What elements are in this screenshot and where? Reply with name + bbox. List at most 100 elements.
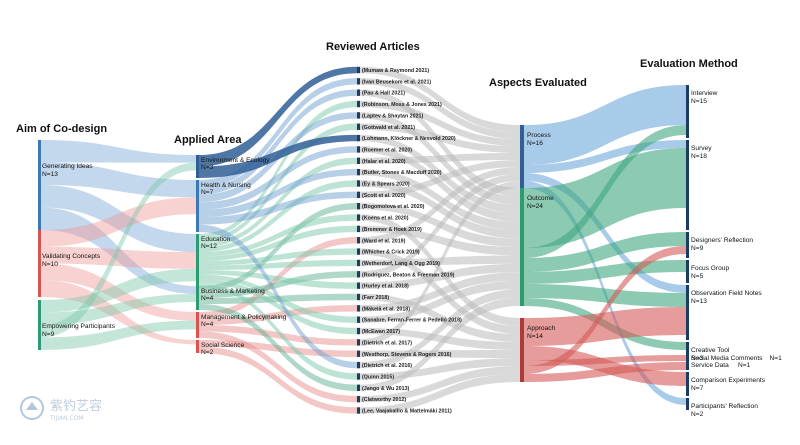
article-label: (Quinn 2015) — [362, 374, 394, 380]
article-node-bar — [357, 146, 360, 153]
method-node-bar — [686, 355, 689, 362]
article-label: (Dietrich et al. 2017) — [362, 340, 412, 346]
article-node-bar — [357, 350, 360, 357]
column-title-aim: Aim of Co-design — [16, 123, 107, 135]
flow-article-aspect — [360, 263, 520, 289]
article-node-bar — [357, 384, 360, 391]
article-node-bar — [357, 225, 360, 233]
aspect-node-count: N=16 — [527, 140, 543, 147]
area-node-label: Management & Policymaking — [201, 314, 287, 321]
article-node-bar — [357, 89, 360, 96]
flow-article-aspect — [360, 123, 520, 153]
flow-aspect-method — [524, 362, 686, 382]
aim-node-label: Generating Ideas — [42, 163, 93, 170]
column-title-method: Evaluation Method — [640, 58, 738, 70]
flow-area-article — [199, 134, 357, 178]
column-title-area: Applied Area — [174, 134, 242, 146]
flow-article-aspect — [360, 134, 520, 214]
flow-article-aspect — [360, 153, 520, 164]
method-node-bar — [686, 140, 689, 230]
method-node-label: Participants' Reflection — [691, 403, 758, 410]
article-label: (Pau & Hall 2021) — [362, 91, 405, 97]
flow-article-aspect — [360, 78, 520, 139]
article-node-bar — [357, 327, 360, 335]
article-label: (Jango & Wu 2013) — [362, 386, 410, 392]
aim-node-count: N=9 — [42, 331, 55, 338]
node-layer — [38, 66, 689, 414]
article-label: (Farr 2018) — [362, 295, 389, 301]
article-node-bar — [357, 112, 360, 119]
flow-area-article — [199, 203, 357, 292]
flow-aim-area — [41, 280, 196, 345]
method-node-bar — [686, 260, 689, 283]
article-label: (Lohmann, Klöckner & Nesvold 2020) — [362, 136, 456, 142]
article-node-bar — [357, 123, 360, 130]
method-node-label: Focus Group — [691, 265, 729, 272]
aim-node-bar — [38, 140, 41, 230]
method-node-count: N=5 — [691, 273, 704, 280]
flow-aspect-method — [524, 140, 686, 173]
area-node-bar — [196, 234, 199, 288]
flow-aspect-method — [524, 246, 686, 374]
flow-article-aspect — [360, 168, 520, 231]
area-node-count: N=3 — [201, 164, 214, 171]
article-label: (Scott et al. 2020) — [362, 193, 406, 199]
flow-area-article — [199, 168, 357, 218]
flow-area-article — [199, 146, 357, 210]
method-node-count: N=1 — [770, 355, 783, 362]
area-node-count: N=7 — [201, 189, 214, 196]
flow-area-article — [199, 180, 357, 252]
flow-aspect-method — [524, 284, 686, 307]
article-label: (Mäkelä et al. 2018) — [362, 306, 410, 312]
aspect-node-bar — [520, 318, 524, 382]
watermark-subtext: TIJIAN.COM — [49, 415, 84, 422]
article-label: (Bogomolova et al. 2020) — [362, 204, 425, 210]
area-node-label: Health & Nursing — [201, 182, 251, 189]
article-label: (Lee, Vaajakallio & Mattelmäki 2011) — [362, 409, 452, 415]
method-node-label: Comparison Experiments — [691, 377, 766, 384]
article-node-bar — [357, 191, 360, 199]
flow-aspect-method — [524, 148, 686, 248]
flow-article-aspect — [360, 89, 520, 197]
article-node-bar — [357, 339, 360, 346]
flow-article-aspect — [360, 289, 520, 369]
flow-article-aspect — [360, 174, 520, 278]
article-node-bar — [357, 373, 360, 380]
flow-area-article — [199, 100, 357, 239]
article-label: (Hurley et al. 2018) — [362, 284, 409, 290]
aspect-node-label: Outcome — [527, 195, 554, 202]
article-node-bar — [357, 168, 360, 176]
article-node-bar — [357, 271, 360, 278]
aspect-node-label: Process — [527, 132, 552, 139]
flow-article-aspect — [360, 167, 520, 244]
flow-article-aspect — [360, 181, 520, 346]
article-node-bar — [357, 316, 360, 323]
article-label: (Sanabre, Ferran-Ferrer & Pedelló 2018) — [362, 318, 462, 324]
method-node-label: Survey — [691, 145, 712, 152]
aspect-node-bar — [520, 188, 524, 306]
aspect-node-count: N=14 — [527, 333, 543, 340]
flow-article-aspect — [360, 214, 520, 326]
method-node-label: Service Data — [691, 362, 729, 369]
area-node-count: N=12 — [201, 243, 217, 250]
article-node-bar — [357, 157, 360, 164]
flow-article-aspect — [360, 180, 520, 239]
article-label: (Ward et al. 2019) — [362, 238, 406, 244]
flow-area-article — [199, 78, 357, 188]
flow-aspect-method — [524, 307, 686, 346]
aim-node-bar — [38, 230, 41, 297]
area-node-bar — [196, 312, 199, 338]
flow-article-aspect — [360, 297, 520, 391]
method-node-count: N=3 — [691, 355, 704, 362]
area-node-bar — [196, 155, 199, 178]
flow-aim-area — [41, 162, 196, 338]
flow-aim-area — [41, 246, 196, 269]
method-node-label: Creative Tool — [691, 347, 730, 354]
flow-area-article — [199, 214, 357, 257]
flow-aim-area — [41, 268, 196, 313]
flow-aim-area — [41, 294, 196, 325]
method-node-count: N=2 — [691, 411, 704, 418]
area-node-label: Education — [201, 236, 231, 243]
area-node-count: N=4 — [201, 321, 214, 328]
